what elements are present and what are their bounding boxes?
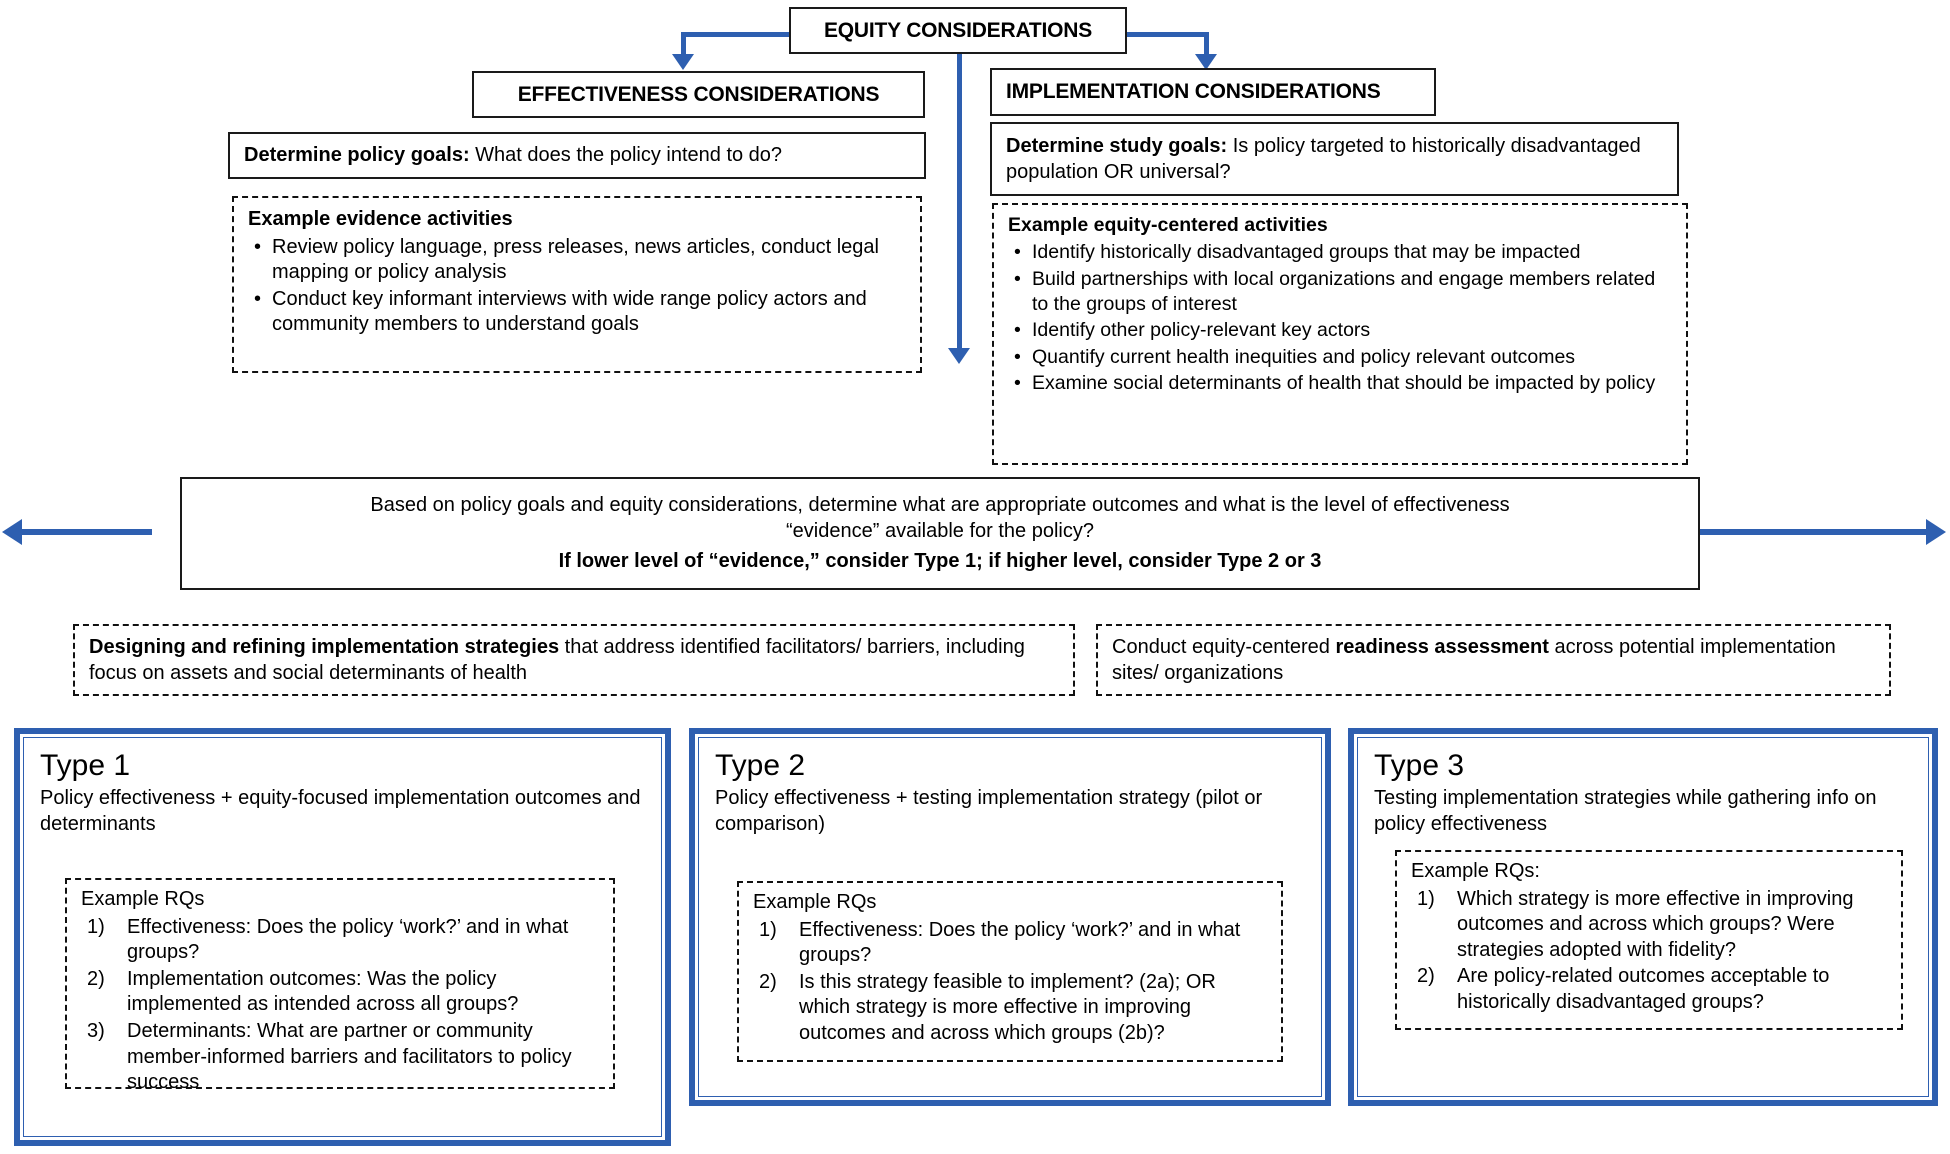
type-3-title: Type 3 [1374, 749, 1465, 782]
decision-line-2: “evidence” available for the policy? [786, 519, 1094, 542]
example-equity-activities-list: Identify historically disadvantaged grou… [1008, 240, 1672, 396]
example-evidence-activities-box: Example evidence activities Review polic… [232, 196, 922, 373]
readiness-assessment-pre: Conduct equity-centered [1112, 636, 1336, 658]
connector-right-vertical [1204, 32, 1209, 59]
list-item: Build partnerships with local organizati… [1014, 267, 1672, 318]
type-2-subtitle: Policy effectiveness + testing implement… [715, 786, 1263, 835]
type-1-title: Type 1 [40, 749, 131, 782]
list-item: Quantify current health inequities and p… [1014, 345, 1672, 371]
list-item: Effectiveness: Does the policy ‘work?’ a… [759, 918, 1241, 967]
designing-strategies-bold: Designing and refining implementation st… [89, 636, 560, 658]
list-item: Review policy language, press releases, … [254, 235, 906, 286]
list-item: Examine social determinants of health th… [1014, 371, 1672, 397]
effectiveness-considerations-title: EFFECTIVENESS CONSIDERATIONS [517, 82, 880, 106]
type-2-box: Type 2 Policy effectiveness + testing im… [689, 728, 1331, 1106]
readiness-assessment-post: across potential implementation sites/ o… [1112, 636, 1836, 684]
designing-strategies-rest: that address identified facilitators/ ba… [89, 636, 1025, 684]
type-1-rq-title: Example RQs [81, 888, 205, 910]
determine-study-goals-label: Determine study goals: [1006, 135, 1228, 157]
decision-box: Based on policy goals and equity conside… [180, 477, 1700, 590]
type-3-box: Type 3 Testing implementation strategies… [1348, 728, 1938, 1106]
implementation-considerations-header-box: IMPLEMENTATION CONSIDERATIONS [990, 68, 1436, 116]
type-3-example-rqs-box: Example RQs: Which strategy is more effe… [1395, 850, 1903, 1030]
example-equity-centered-activities-box: Example equity-centered activities Ident… [992, 203, 1688, 465]
list-item: Effectiveness: Does the policy ‘work?’ a… [87, 915, 569, 964]
list-item: Determinants: What are partner or commun… [87, 1019, 572, 1094]
readiness-assessment-box: Conduct equity-centered readiness assess… [1096, 624, 1891, 696]
list-item: Is this strategy feasible to implement? … [759, 970, 1216, 1044]
connector-decision-left [22, 529, 152, 535]
example-evidence-activities-title: Example evidence activities [248, 208, 513, 230]
readiness-assessment-bold: readiness assessment [1335, 636, 1549, 658]
type-2-rq-title: Example RQs [753, 891, 877, 913]
arrow-right-outward [1926, 519, 1946, 545]
type-3-subtitle: Testing implementation strategies while … [1374, 786, 1877, 835]
determine-study-goals-text: Is policy targeted to historically disad… [1006, 135, 1641, 183]
connector-center-vertical [957, 42, 962, 354]
implementation-considerations-title: IMPLEMENTATION CONSIDERATIONS [1006, 80, 1381, 104]
list-item: Are policy-related outcomes acceptable t… [1417, 964, 1830, 1013]
connector-decision-right [1700, 529, 1926, 535]
arrow-left-outward [2, 519, 22, 545]
equity-considerations-title: EQUITY CONSIDERATIONS [823, 18, 1093, 42]
list-item: Implementation outcomes: Was the policy … [87, 967, 519, 1016]
arrow-down-effectiveness [672, 54, 694, 70]
example-evidence-activities-list: Review policy language, press releases, … [248, 235, 906, 338]
arrow-down-decision [948, 348, 970, 364]
list-item: Which strategy is more effective in impr… [1417, 887, 1854, 961]
effectiveness-considerations-header-box: EFFECTIVENESS CONSIDERATIONS [472, 71, 925, 118]
connector-left-vertical [681, 32, 686, 59]
equity-considerations-box: EQUITY CONSIDERATIONS [789, 7, 1127, 54]
type-3-rq-title: Example RQs: [1411, 860, 1540, 882]
determine-policy-goals-box: Determine policy goals: What does the po… [228, 132, 926, 179]
type-1-subtitle: Policy effectiveness + equity-focused im… [40, 786, 641, 835]
type-1-rq-list: Effectiveness: Does the policy ‘work?’ a… [81, 915, 599, 1096]
decision-line-3: If lower level of “evidence,” consider T… [558, 550, 1322, 573]
type-1-box: Type 1 Policy effectiveness + equity-foc… [14, 728, 671, 1146]
type-2-rq-list: Effectiveness: Does the policy ‘work?’ a… [753, 918, 1267, 1047]
example-equity-activities-title: Example equity-centered activities [1008, 214, 1328, 236]
type-3-rq-list: Which strategy is more effective in impr… [1411, 887, 1887, 1016]
decision-line-1: Based on policy goals and equity conside… [370, 494, 1510, 516]
arrow-down-implementation [1195, 54, 1217, 70]
list-item: Identify other policy-relevant key actor… [1014, 318, 1672, 344]
determine-study-goals-box: Determine study goals: Is policy targete… [990, 122, 1679, 196]
determine-policy-goals-label: Determine policy goals: [244, 143, 470, 166]
determine-policy-goals-text: What does the policy intend to do? [469, 143, 783, 166]
list-item: Identify historically disadvantaged grou… [1014, 240, 1672, 266]
type-2-title: Type 2 [715, 749, 806, 782]
type-2-example-rqs-box: Example RQs Effectiveness: Does the poli… [737, 881, 1283, 1062]
designing-refining-strategies-box: Designing and refining implementation st… [73, 624, 1075, 696]
list-item: Conduct key informant interviews with wi… [254, 287, 906, 338]
type-1-example-rqs-box: Example RQs Effectiveness: Does the poli… [65, 878, 615, 1093]
